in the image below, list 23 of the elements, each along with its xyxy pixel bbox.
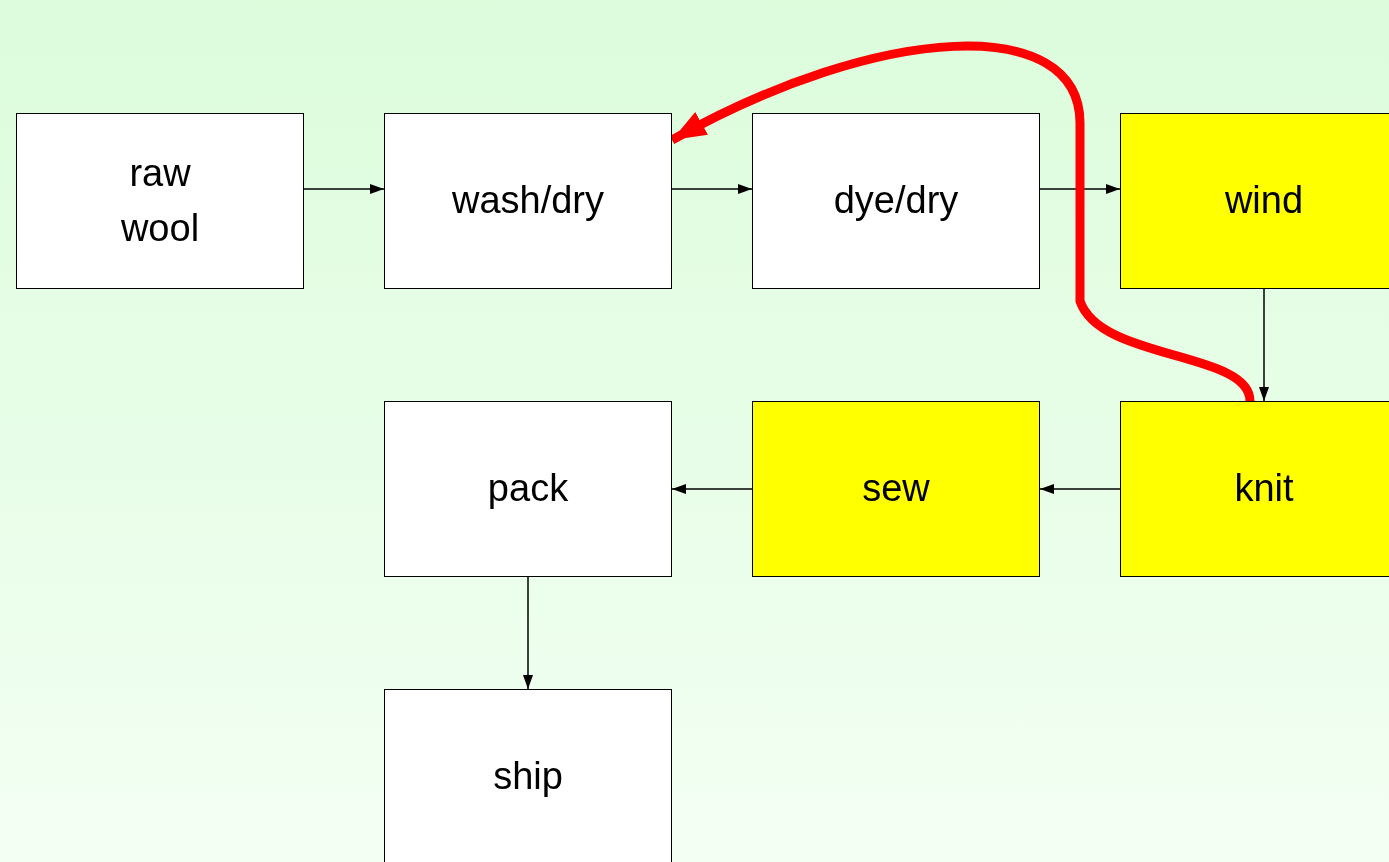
step-label: sew [862,466,930,512]
process-box [752,113,1040,289]
process-box [1120,401,1389,577]
step-label: wash/dry [451,178,605,224]
process-box [16,113,304,289]
arrow [1039,184,1121,194]
step-label: pack [487,466,569,512]
arrow [523,576,533,690]
arrow [1259,288,1269,402]
process-box [384,401,672,577]
process-box [1120,113,1389,289]
step-label: ship [493,754,563,800]
step-label: raw wool [119,150,201,251]
process-box [384,689,672,862]
process-box [752,401,1040,577]
step-label: knit [1234,466,1294,512]
step-label: wind [1224,178,1304,224]
process-box [384,113,672,289]
arrow [671,184,753,194]
arrow [671,484,753,494]
arrow [1039,484,1121,494]
step-label: dye/dry [833,178,959,224]
arrow [303,184,385,194]
